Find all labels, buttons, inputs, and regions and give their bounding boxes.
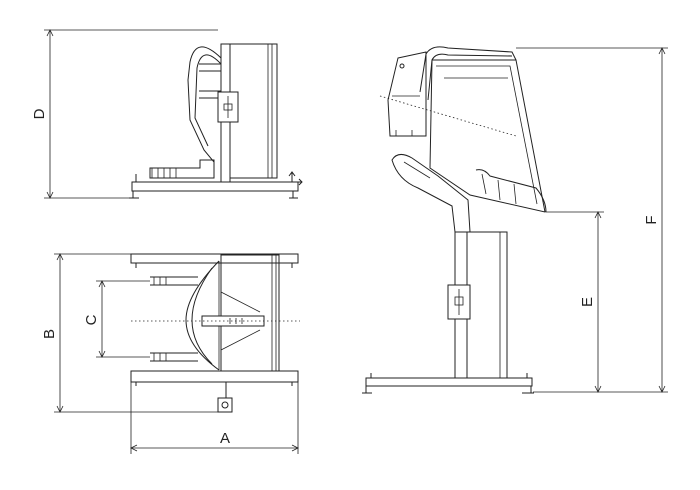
side-view-lower-clamp: [149, 159, 215, 179]
tilted-view-left-clamp: [387, 51, 427, 137]
top-view-motor: [217, 397, 233, 413]
dimension-b-lines: [54, 253, 218, 413]
dimension-b-label: B: [41, 329, 58, 339]
dimension-c-label: C: [83, 314, 100, 325]
side-view-direction-arrow: [288, 171, 303, 186]
tilted-view-ribs: [475, 169, 547, 213]
dimension-a-lines: [130, 382, 299, 454]
dimension-f-lines: [516, 47, 668, 393]
side-view-right-foot: [289, 191, 298, 199]
top-view-upper-rail: [130, 253, 299, 264]
top-view: B C A: [41, 253, 300, 454]
tilted-view-grip: [419, 46, 517, 93]
tilted-view-axis: [379, 95, 517, 137]
dimension-e-lines: [533, 211, 604, 393]
tilted-view-hook-arm: [391, 154, 471, 233]
dimension-d-lines: [44, 29, 218, 199]
side-view-gripper-arms: [199, 63, 221, 99]
dimension-a-label: A: [220, 430, 230, 447]
dimension-d-label: D: [31, 108, 48, 119]
tilted-view-drum: [429, 59, 546, 213]
side-view: D: [31, 29, 303, 199]
dimension-e-label: E: [579, 297, 596, 307]
top-view-gripper-arms: [150, 276, 198, 362]
top-view-lower-rail: [130, 370, 299, 383]
top-view-drum-housing: [220, 254, 280, 372]
tilted-view-feet: [362, 373, 534, 394]
side-view-curved-guard: [187, 46, 222, 178]
dimension-f-label: F: [643, 215, 660, 224]
tilted-view-base-rail: [365, 377, 533, 387]
dimension-c-lines: [96, 280, 150, 358]
side-view-base-rail: [131, 181, 299, 192]
top-view-curved-guard: [185, 260, 220, 371]
tilted-view: E F: [362, 46, 668, 394]
